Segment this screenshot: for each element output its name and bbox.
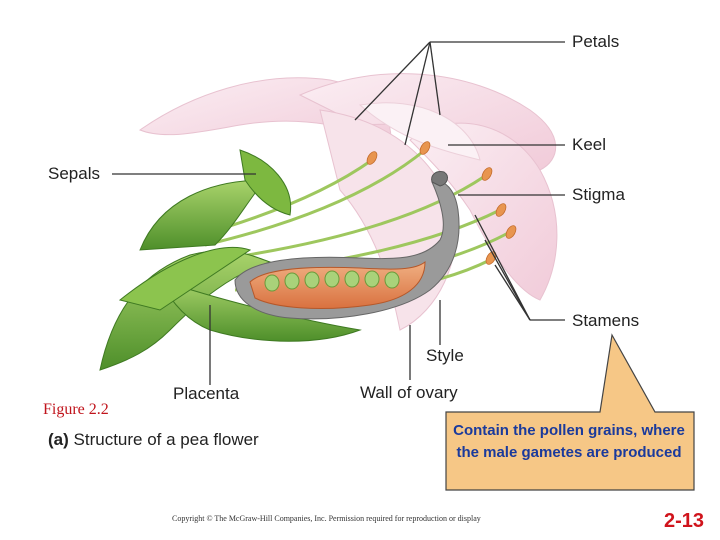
label-style: Style (426, 346, 464, 366)
caption-text: Structure of a pea flower (74, 430, 259, 449)
slide-number: 2-13 (664, 510, 704, 533)
label-petals: Petals (572, 32, 619, 52)
callout-balloon (446, 335, 694, 490)
label-placenta: Placenta (173, 384, 239, 404)
caption: (a) Structure of a pea flower (48, 430, 259, 450)
label-sepals: Sepals (48, 164, 100, 184)
label-keel: Keel (572, 135, 606, 155)
callout-text: Contain the pollen grains, where the mal… (446, 420, 692, 464)
label-stigma: Stigma (572, 185, 625, 205)
figure-label: Figure 2.2 (43, 401, 109, 419)
label-stamens: Stamens (572, 311, 639, 331)
caption-part: (a) (48, 430, 69, 449)
copyright-notice: Copyright © The McGraw-Hill Companies, I… (172, 514, 481, 523)
label-wall-of-ovary: Wall of ovary (360, 383, 458, 403)
